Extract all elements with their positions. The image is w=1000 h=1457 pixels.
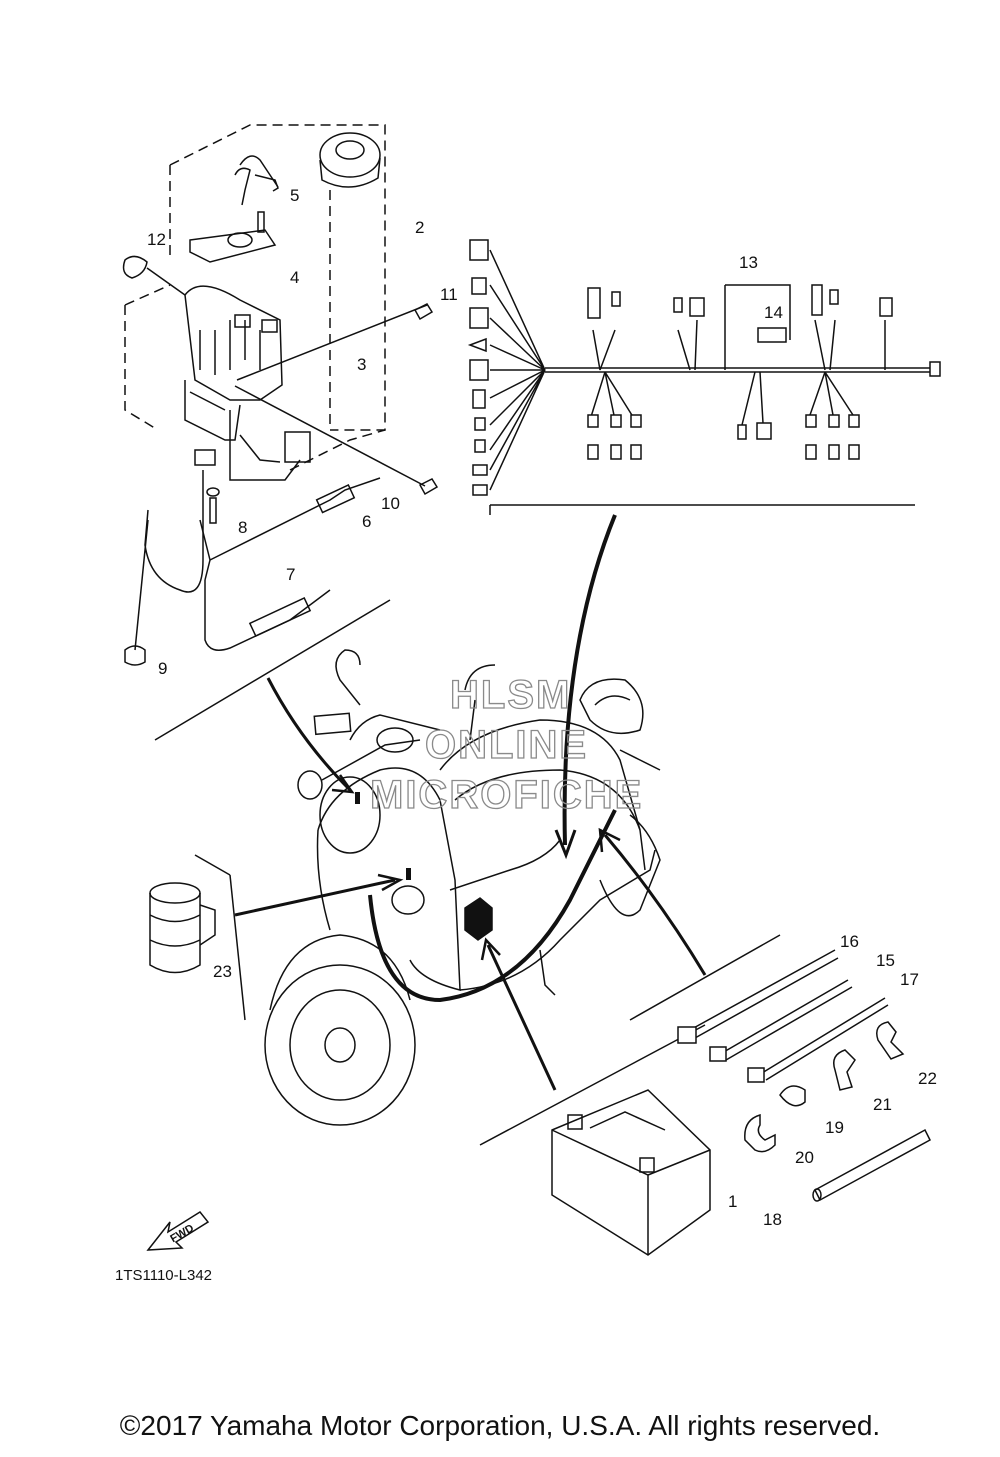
label-19: 19 (825, 1118, 844, 1137)
label-23: 23 (213, 962, 232, 981)
label-15: 15 (876, 951, 895, 970)
watermark-line-3: MICROFICHE (370, 773, 643, 817)
fwd-arrow-icon (146, 1211, 210, 1251)
label-14: 14 (764, 303, 783, 322)
label-3: 3 (357, 355, 366, 374)
label-8: 8 (238, 518, 247, 537)
wire-harness (467, 239, 941, 860)
label-1: 1 (728, 1192, 737, 1211)
label-22: 22 (918, 1069, 937, 1088)
main-switch-assembly (122, 124, 439, 741)
label-10: 10 (381, 494, 400, 513)
label-12: 12 (147, 230, 166, 249)
watermark-line-1: HLSM (450, 673, 571, 717)
copyright-notice: ©2017 Yamaha Motor Corporation, U.S.A. A… (119, 1410, 881, 1441)
label-5: 5 (290, 186, 299, 205)
label-7: 7 (286, 565, 295, 584)
fwd-label: FWD (168, 1222, 196, 1245)
label-2: 2 (415, 218, 424, 237)
label-20: 20 (795, 1148, 814, 1167)
small-parts (149, 882, 931, 1256)
label-17: 17 (900, 970, 919, 989)
label-21: 21 (873, 1095, 892, 1114)
watermark-line-2: ONLINE (425, 723, 588, 767)
label-11: 11 (440, 285, 458, 304)
watermark: HLSM ONLINE MICROFICHE (369, 672, 643, 817)
label-13: 13 (739, 253, 758, 272)
label-18: 18 (763, 1210, 782, 1229)
label-6: 6 (362, 512, 371, 531)
leader-lines (194, 677, 781, 1146)
label-4: 4 (290, 268, 299, 287)
drawing-code: 1TS1110-L342 (115, 1267, 212, 1284)
label-16: 16 (840, 932, 859, 951)
label-9: 9 (158, 659, 167, 678)
scooter-body (264, 649, 661, 1126)
